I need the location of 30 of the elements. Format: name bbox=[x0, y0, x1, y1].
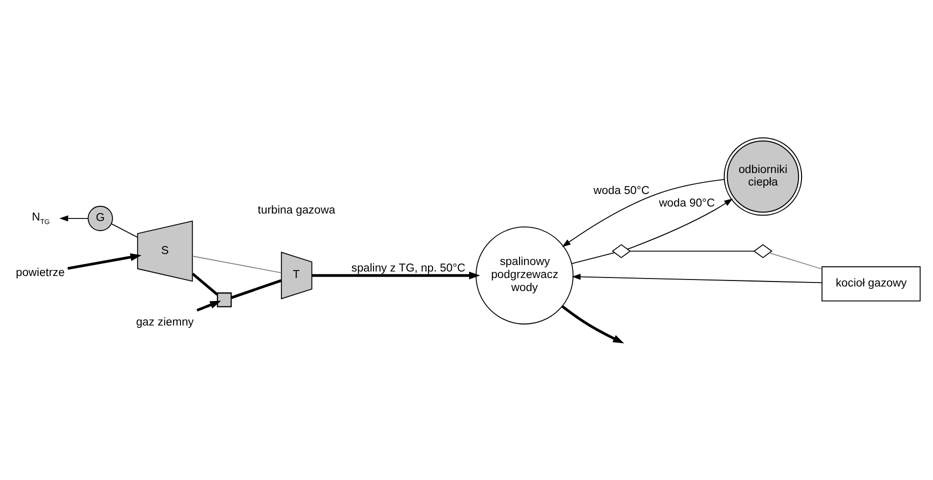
node-valve bbox=[612, 244, 631, 258]
edge-label: woda 90°C bbox=[658, 197, 715, 210]
node-box: T bbox=[280, 252, 312, 300]
arrow bbox=[68, 253, 142, 270]
node-text: powietrze bbox=[16, 266, 65, 279]
connector bbox=[630, 250, 754, 252]
arrow bbox=[312, 272, 480, 280]
connector bbox=[230, 279, 282, 299]
arrow bbox=[572, 274, 822, 284]
arrow bbox=[562, 179, 725, 247]
edge-label: woda 50°C bbox=[594, 185, 650, 198]
node-box bbox=[216, 292, 232, 308]
arrow bbox=[561, 305, 624, 344]
node-circle: spalinowy podgrzewacz wody bbox=[476, 226, 574, 324]
arrow bbox=[59, 215, 88, 222]
node-box: kocioł gazowy bbox=[822, 266, 921, 302]
edge-label: spaliny z TG, np. 50°C bbox=[351, 262, 466, 275]
node-text: N$_{TG}$ bbox=[32, 211, 50, 226]
node-text: gaz ziemny bbox=[136, 316, 194, 328]
connector bbox=[192, 256, 282, 274]
connector bbox=[111, 223, 138, 238]
connector bbox=[571, 252, 615, 264]
node-circle: G bbox=[88, 206, 113, 232]
label: turbina gazowa bbox=[258, 204, 336, 216]
arrow bbox=[626, 198, 733, 250]
connector bbox=[768, 252, 822, 270]
connector bbox=[192, 272, 218, 296]
node-box: S bbox=[137, 220, 193, 282]
arrow bbox=[196, 300, 222, 312]
node-valve bbox=[753, 244, 772, 258]
